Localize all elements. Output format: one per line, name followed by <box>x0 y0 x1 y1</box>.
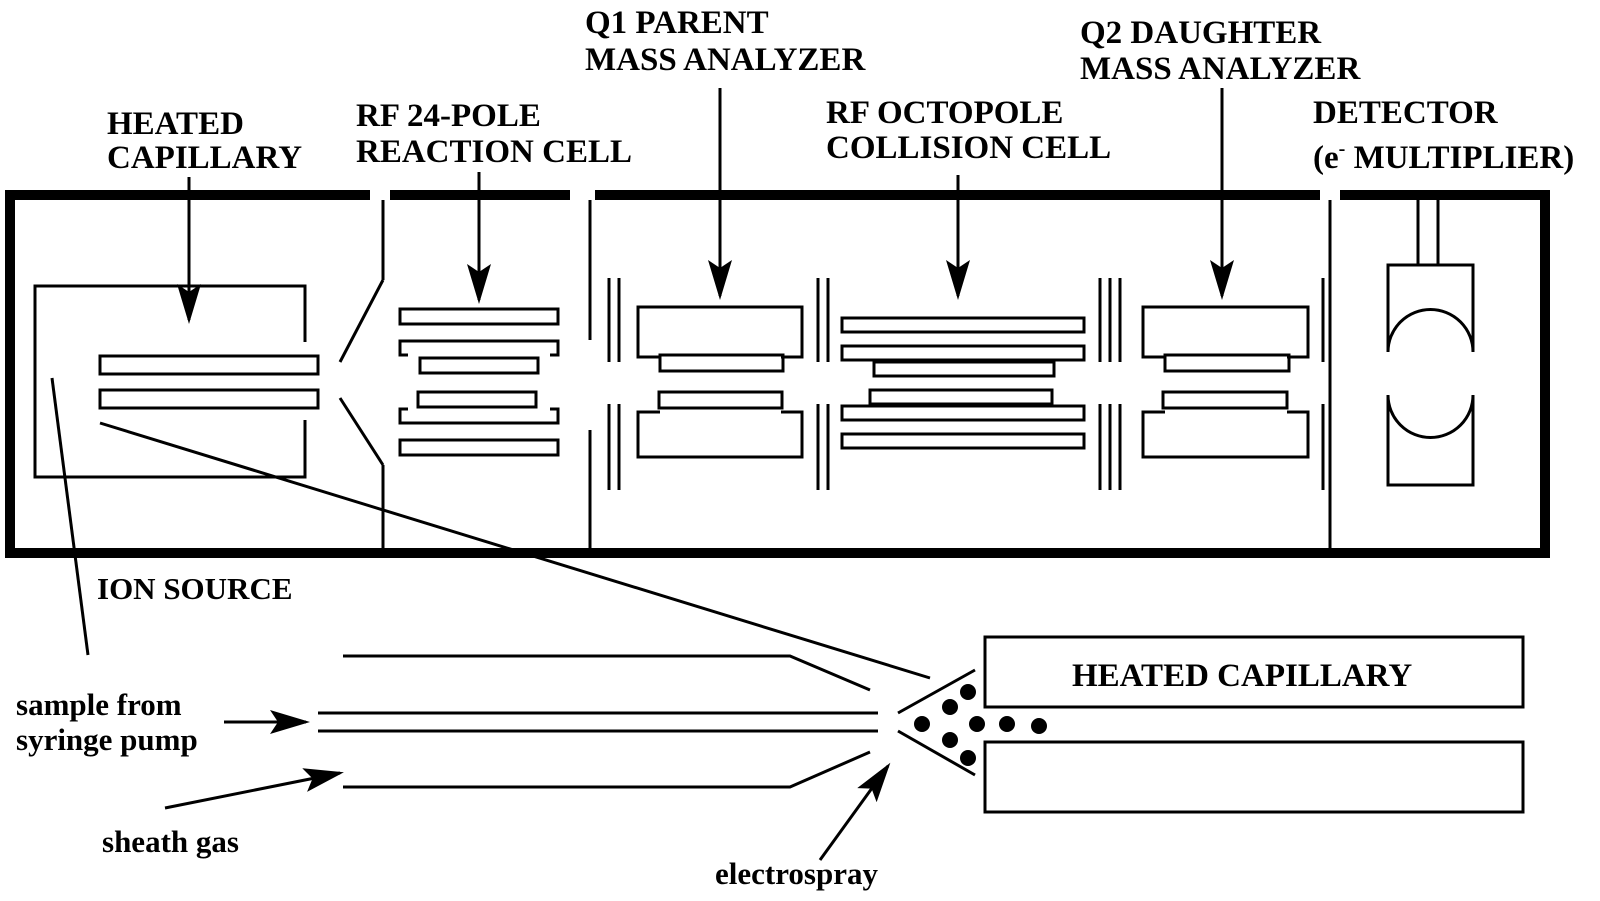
q2-label-line1: Q2 DAUGHTER <box>1080 15 1322 51</box>
q1-label-line2: MASS ANALYZER <box>585 42 866 78</box>
inset-heated-capillary-label: HEATED CAPILLARY <box>1072 658 1412 694</box>
top-callouts <box>177 88 1234 324</box>
octopole-label-line2: COLLISION CELL <box>826 130 1111 166</box>
octopole-label-line1: RF OCTOPOLE <box>826 95 1063 131</box>
detector-label-line1: DETECTOR <box>1313 95 1499 131</box>
inset-guide-lines <box>50 377 931 680</box>
inset-arrows <box>164 710 891 861</box>
sample-from-label-line2: syringe pump <box>16 722 198 757</box>
detector-label-superscript: - <box>1339 138 1346 160</box>
sheath-gas-label: sheath gas <box>102 824 239 859</box>
sample-from-label-line1: sample from <box>16 687 182 722</box>
q2-mass-analyzer <box>1141 278 1325 490</box>
q1-mass-analyzer <box>607 278 804 490</box>
q2-label-line2: MASS ANALYZER <box>1080 51 1361 87</box>
detector-label-rest: MULTIPLIER) <box>1345 140 1574 176</box>
detector-multiplier <box>1386 200 1475 487</box>
electrospray-inset <box>318 635 1525 814</box>
rf24-label-line2: REACTION CELL <box>356 134 632 170</box>
rf-24-pole-cell <box>398 307 560 457</box>
electrospray-label: electrospray <box>715 856 878 891</box>
detector-label-e: (e <box>1313 140 1339 176</box>
q1-label-line1: Q1 PARENT <box>585 5 769 41</box>
ion-source-label: ION SOURCE <box>97 571 293 606</box>
detector-label-line2: (e- MULTIPLIER) <box>1313 138 1574 176</box>
heated-capillary-label-line1: HEATED <box>107 106 244 142</box>
rf24-label-line1: RF 24-POLE <box>356 98 541 134</box>
partitions <box>381 200 1332 548</box>
spray-droplets <box>914 684 1047 766</box>
rf-octopole-cell <box>816 278 1122 490</box>
heated-capillary-top <box>98 354 320 410</box>
heated-capillary-label-line2: CAPILLARY <box>107 140 302 176</box>
ion-source-enclosure <box>33 279 385 479</box>
